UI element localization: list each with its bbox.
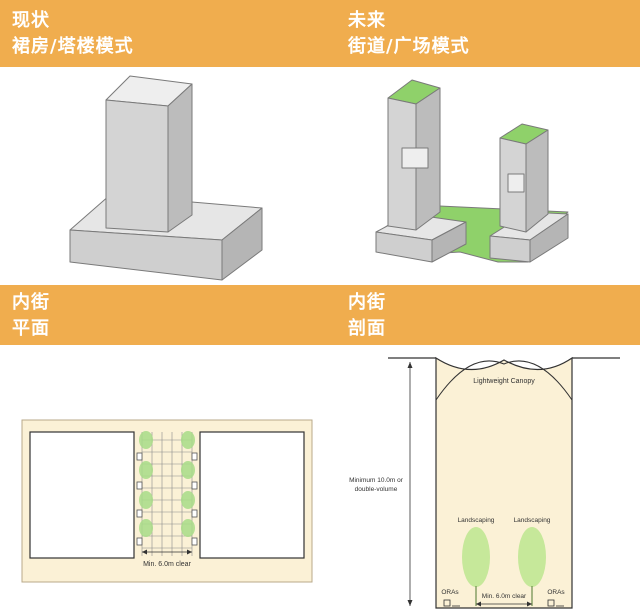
street-plaza-block: [375, 79, 569, 263]
plan-tree-icon: [181, 519, 195, 537]
plan-tree-icon: [139, 491, 153, 509]
section-canopy: [435, 360, 573, 401]
inner-street-plan: Min. 6.0m clear: [21, 419, 313, 583]
section-oras-left-label: ORAs: [441, 589, 459, 596]
plan-tree-icon: [181, 431, 195, 449]
plan-tree-icon: [139, 519, 153, 537]
plan-seats: [136, 452, 198, 546]
panel-title-plan: 内街 平面: [12, 290, 50, 342]
panel-title-line1: 内街: [12, 292, 50, 313]
section-landscaping-left-label: Landscaping: [458, 517, 495, 524]
tower-side: [167, 83, 193, 233]
plan-tree-icon: [181, 491, 195, 509]
plan-trees: [139, 431, 195, 537]
plan-clear-width-label: Min. 6.0m clear: [143, 561, 192, 568]
header-band-middle: [0, 285, 640, 345]
tower-front: [105, 99, 169, 233]
left-tower-notch: [401, 147, 429, 169]
panel-title-line2: 剖面: [348, 318, 386, 339]
panel-title-section: 内街 剖面: [348, 290, 386, 342]
section-canopy-label: Lightweight Canopy: [473, 378, 535, 385]
section-clear-width-label: Min. 6.0m clear: [482, 593, 527, 600]
plan-tree-icon: [139, 461, 153, 479]
right-slab-front: [489, 235, 531, 263]
plan-building-right: [199, 431, 305, 559]
section-landscaping-right-label: Landscaping: [514, 517, 551, 524]
podium-tower-block: [69, 75, 263, 281]
section-oras-right-label: ORAs: [547, 589, 565, 596]
panel-title-existing: 现状 裙房/塔楼模式: [12, 8, 134, 60]
section-tree-right-icon: [518, 527, 546, 587]
panel-title-line2: 裙房/塔楼模式: [12, 36, 134, 57]
section-height-label-line2: double-volume: [355, 486, 398, 493]
right-tower-side: [525, 129, 549, 233]
podium-side: [221, 207, 263, 281]
right-tower-notch: [507, 173, 525, 193]
panel-title-future: 未来 街道/广场模式: [348, 8, 470, 60]
section-height-label-line1: Minimum 10.0m or: [349, 477, 404, 484]
left-slab-side: [431, 221, 467, 263]
plan-tree-icon: [181, 461, 195, 479]
panel-title-line2: 平面: [12, 318, 50, 339]
header-band-top: [0, 0, 640, 67]
section-street-space: [435, 356, 573, 609]
panel-title-line1: 现状: [12, 10, 50, 31]
section-ora-furniture: [443, 599, 564, 607]
plan-building-left: [29, 431, 135, 559]
panel-title-line1: 内街: [348, 292, 386, 313]
panel-title-line1: 未来: [348, 10, 386, 31]
panel-title-line2: 街道/广场模式: [348, 36, 470, 57]
right-slab-side: [529, 213, 569, 263]
plan-tree-icon: [139, 431, 153, 449]
section-tree-left-icon: [462, 527, 490, 587]
inner-street-section: Lightweight Canopy Minimum 10.0m or doub…: [349, 356, 620, 609]
